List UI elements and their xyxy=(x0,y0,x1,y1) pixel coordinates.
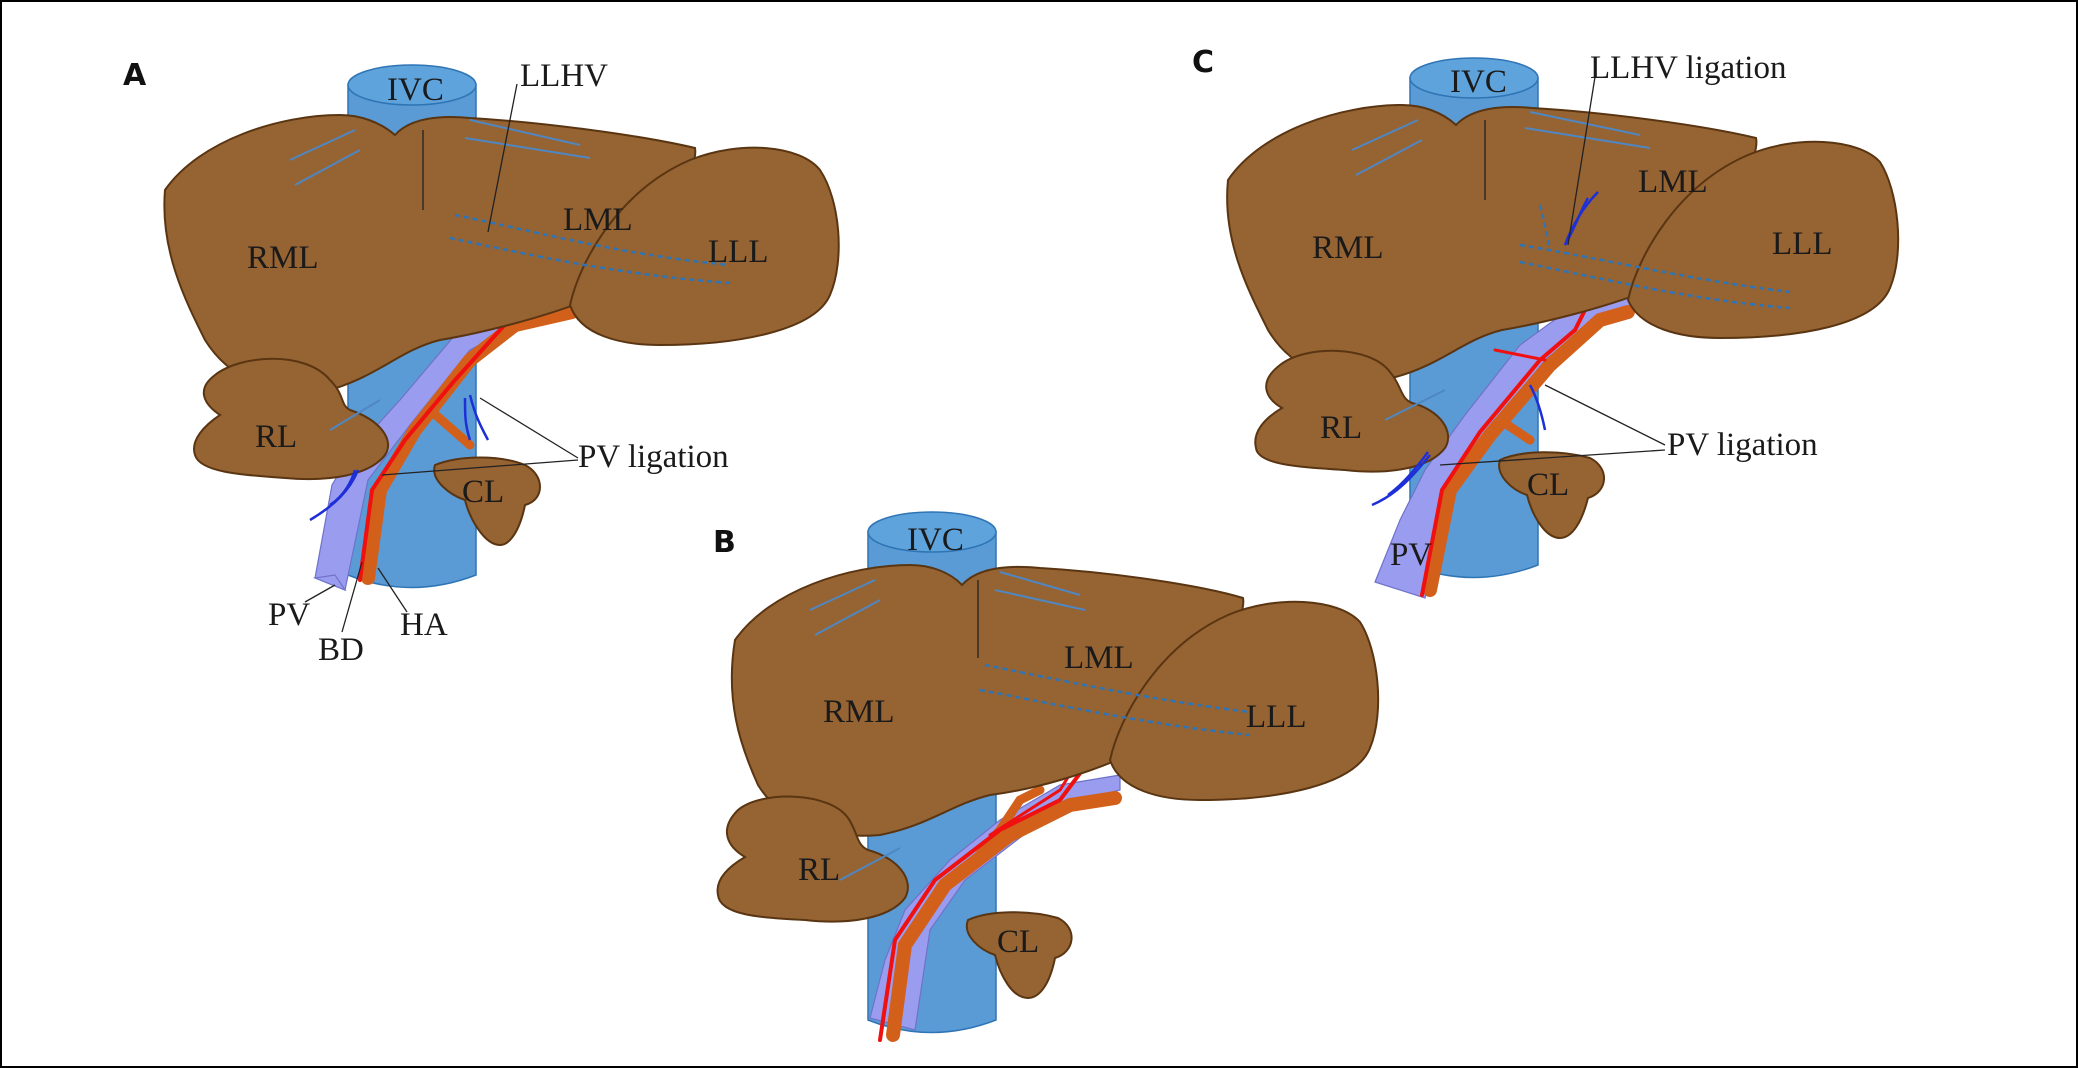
panel-a-bd-label: BD xyxy=(318,632,364,668)
panel-a-pv-ligation-label: PV ligation xyxy=(578,439,729,475)
panel-b-rl-line xyxy=(839,847,901,881)
panel-b-lml-label: LML xyxy=(1064,640,1134,676)
panel-a-left-lateral-lobe xyxy=(568,146,840,347)
panel-a-llhv-label: LLHV xyxy=(520,58,608,94)
panel-a-llhv-dash-1 xyxy=(454,213,731,267)
panel-b-surface-line-4 xyxy=(994,589,1086,611)
panel-a-lll-label: LLL xyxy=(708,234,768,270)
panel-a-ligation-suture-lower-2 xyxy=(329,469,357,507)
panel-c-hepatic-artery xyxy=(1420,298,1592,597)
panel-c: C IVC LLHV ligation RML LML LLL RL CL PV… xyxy=(1192,45,1900,599)
panel-a-surface-line-2 xyxy=(294,149,361,186)
panel-b-llhv-dash-2 xyxy=(979,688,1251,737)
panel-b-surface-line-1 xyxy=(809,579,876,611)
panel-c-rml-label: RML xyxy=(1312,230,1384,266)
panel-c-bile-duct xyxy=(1423,305,1635,597)
panel-a-rl-label: RL xyxy=(255,419,297,455)
panel-b-ivc-top xyxy=(867,511,997,553)
panel-b-hepatic-artery xyxy=(878,758,1092,1042)
panel-a: A IVC LLHV RML LML LLL RL CL PV ligation… xyxy=(123,58,840,668)
panel-a-pv-leader xyxy=(304,584,336,603)
panel-a-surface-line-4 xyxy=(464,137,591,159)
panel-b-caudate-lobe xyxy=(965,911,1073,1000)
panel-c-pv-ligation-label: PV ligation xyxy=(1667,427,1818,463)
panel-c-surface-line-1 xyxy=(1351,119,1419,151)
panel-c-rl-line xyxy=(1384,389,1446,421)
panel-c-lml-label: LML xyxy=(1638,164,1708,200)
panel-b-surface-line-2 xyxy=(814,599,881,636)
panel-a-ha-label: HA xyxy=(400,607,448,643)
panel-a-pv-label: PV xyxy=(268,597,310,633)
panel-b-rl-label: RL xyxy=(798,852,840,888)
panel-c-rl-label: RL xyxy=(1320,410,1362,446)
panel-b-ivc-label: IVC xyxy=(907,522,964,558)
panel-c-surface-line-3 xyxy=(1529,111,1641,136)
panel-a-ha-leader xyxy=(377,567,408,613)
panel-a-caudate-lobe xyxy=(433,456,541,547)
panel-c-pv-ligation-suture-upper xyxy=(1528,384,1547,431)
panel-b-right-lobe xyxy=(716,795,909,923)
panel-a-surface-line-1 xyxy=(289,129,356,161)
panel-a-ivc-label: IVC xyxy=(387,72,444,108)
panel-b-cl-label: CL xyxy=(997,924,1039,960)
panel-c-pv-ligation-leader-1 xyxy=(1544,384,1666,446)
panel-c-llhv-dash-1 xyxy=(1519,243,1791,294)
panel-a-ivc-top xyxy=(347,64,477,106)
panel-c-lll-label: LLL xyxy=(1772,226,1832,262)
panel-c-caudate-lobe xyxy=(1498,451,1605,540)
panel-c-llhv-ligation-leader xyxy=(1567,76,1596,246)
panel-a-portal-vein-opening xyxy=(312,574,347,592)
panel-a-bd-leader xyxy=(341,561,363,633)
panel-a-pv-ligation-leader-1 xyxy=(479,397,579,459)
panel-c-hepatic-artery-branch xyxy=(1493,348,1547,362)
panel-c-left-lateral-lobe xyxy=(1626,140,1900,340)
panel-c-llhv-dash-3 xyxy=(1538,204,1552,251)
panel-c-llhv-dash-2 xyxy=(1519,260,1791,310)
panel-c-surface-line-4 xyxy=(1524,127,1651,149)
panel-b-lll-label: LLL xyxy=(1246,699,1306,735)
panel-a-pv-ligation-leader-2 xyxy=(381,459,579,476)
panel-b-letter: B xyxy=(713,525,736,560)
panel-c-ivc-top xyxy=(1409,57,1539,99)
panel-a-bile-duct-branch xyxy=(425,405,475,450)
panel-a-cl-label: CL xyxy=(462,474,504,510)
panel-a-llhv-leader xyxy=(487,83,518,233)
panel-c-pv-ligation-suture-lower xyxy=(1371,454,1431,507)
panel-c-surface-line-2 xyxy=(1355,139,1423,176)
panel-b-rml-label: RML xyxy=(823,694,895,730)
panel-c-pv-ligation-leader-2 xyxy=(1439,449,1666,466)
panel-c-pv-label: PV xyxy=(1390,537,1432,573)
panel-b: B IVC RML LML LLL RL CL xyxy=(713,511,1380,1042)
panel-c-cl-label: CL xyxy=(1527,467,1569,503)
panel-b-left-lateral-lobe xyxy=(1108,600,1380,802)
panel-a-llhv-dash-2 xyxy=(449,236,731,285)
panel-c-llhv-ligation-label: LLHV ligation xyxy=(1590,50,1786,86)
panel-b-surface-line-3 xyxy=(999,571,1081,596)
panel-a-rml-label: RML xyxy=(247,240,319,276)
panel-a-lml-label: LML xyxy=(563,202,633,238)
panel-a-surface-line-3 xyxy=(469,119,581,146)
panel-a-rl-line xyxy=(329,399,381,431)
panel-b-bile-duct-branch xyxy=(970,785,1045,865)
panel-c-pv-ligation-suture-lower-2 xyxy=(1387,451,1430,497)
panel-c-bile-duct-branch xyxy=(1495,415,1535,445)
panel-b-llhv-dash-1 xyxy=(984,663,1251,714)
panel-c-llhv-ligation-suture-2 xyxy=(1563,197,1590,246)
panel-c-ivc-label: IVC xyxy=(1450,64,1507,100)
panel-c-letter: C xyxy=(1192,45,1214,80)
panel-a-ligation-suture-upper-2 xyxy=(463,397,472,441)
panel-a-ligation-suture-upper xyxy=(468,394,490,441)
panel-a-letter: A xyxy=(123,58,147,93)
panel-c-right-lobe xyxy=(1254,349,1450,473)
